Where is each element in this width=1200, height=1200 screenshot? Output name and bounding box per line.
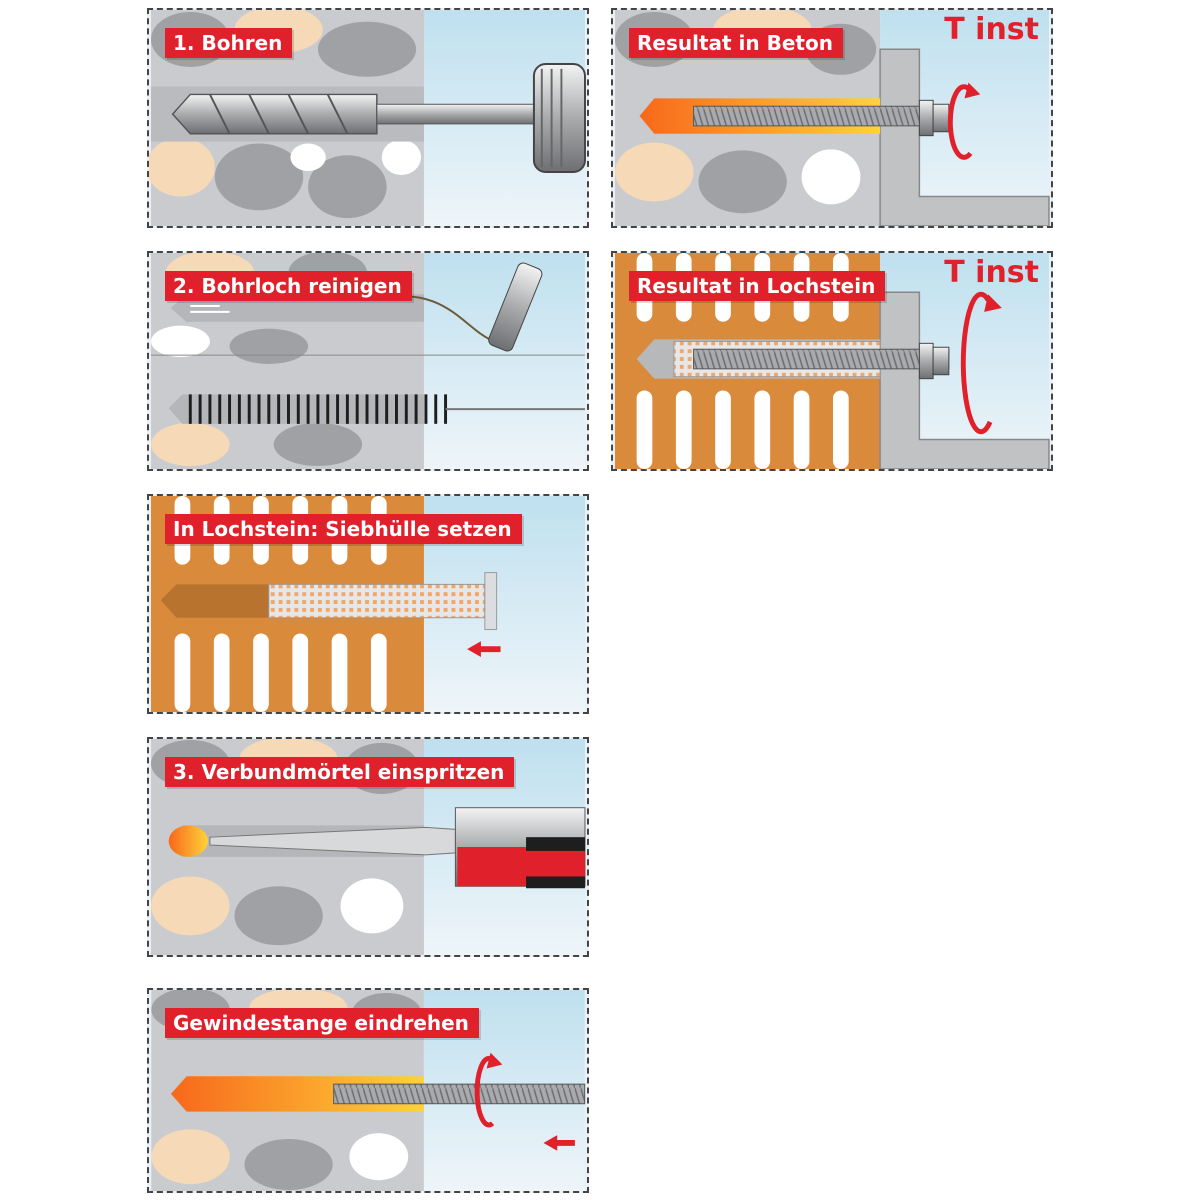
step-label-bohren: 1. Bohren [165,28,293,58]
torque-label-lochstein: T inst [944,255,1039,290]
panel-siebhuelle: In Lochstein: Siebhülle setzen [147,494,589,714]
panel-bohren: 1. Bohren [147,8,589,228]
step-label-einspritzen: 3. Verbundmörtel einspritzen [165,757,515,787]
panel-reinigen: 2. Bohrloch reinigen [147,251,589,471]
result-label-beton: Resultat in Beton [629,28,843,58]
panel-eindrehen: Gewindestange eindrehen [147,988,589,1193]
drilling-illustration [149,10,586,226]
step-label-siebhuelle: In Lochstein: Siebhülle setzen [165,514,522,544]
torque-label-beton: T inst [944,12,1039,47]
panel-resultat-lochstein: Resultat in Lochstein T inst [611,251,1053,471]
cleaning-illustration [151,253,585,469]
rod-insertion-illustration [151,990,586,1191]
panel-einspritzen: 3. Verbundmörtel einspritzen [147,737,589,957]
step-label-reinigen: 2. Bohrloch reinigen [165,271,412,301]
result-label-lochstein: Resultat in Lochstein [629,271,886,301]
panel-resultat-beton: Resultat in Beton T inst [611,8,1053,228]
step-label-eindrehen: Gewindestange eindrehen [165,1008,479,1038]
